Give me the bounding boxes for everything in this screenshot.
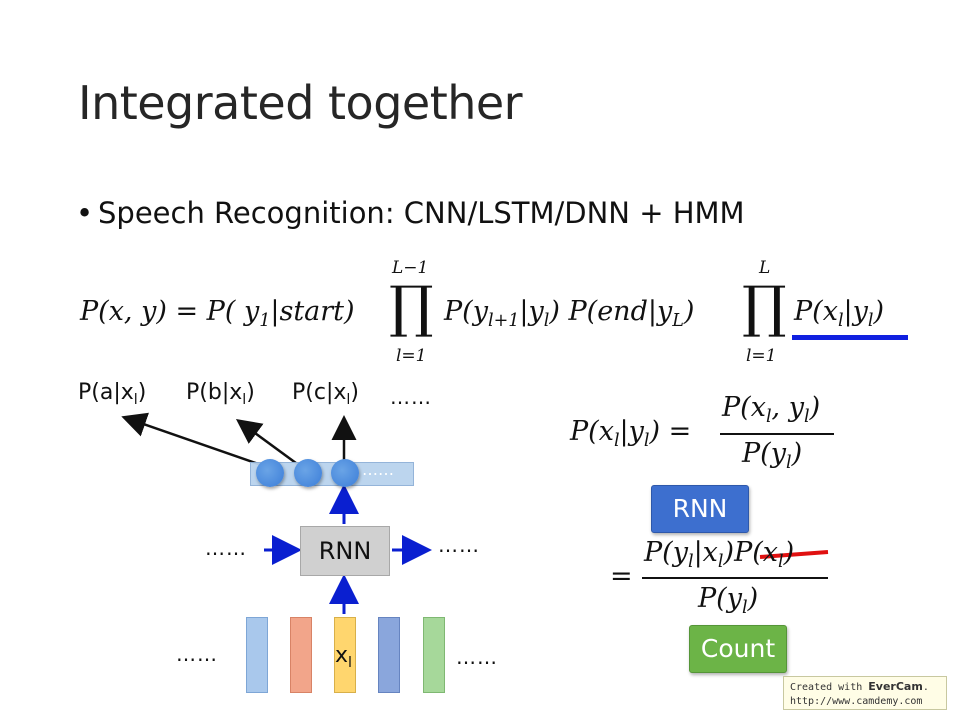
- product2-symbol: ∏: [742, 275, 787, 340]
- output-more-dots: ……: [390, 385, 432, 409]
- hidden-neuron-3: [331, 459, 359, 487]
- input-vector-5: [423, 617, 445, 693]
- hidden-neuron-2: [294, 459, 322, 487]
- emission-term: P(xl|yl): [794, 296, 885, 332]
- transition-terms: P(yl+1|yl) P(end|yL): [444, 296, 695, 332]
- product2-upper-limit: L: [759, 258, 771, 278]
- bayes-fraction-line: [720, 433, 834, 435]
- input-vector-4: [378, 617, 400, 693]
- eq2-denominator: P(yl): [698, 583, 759, 619]
- rnn-block: RNN: [300, 526, 390, 576]
- product2-lower-limit: l=1: [746, 346, 777, 366]
- watermark-line2: http://www.camdemy.com: [790, 696, 923, 707]
- input-vector-2: [290, 617, 312, 693]
- output-label-c: P(c|xl): [292, 380, 359, 408]
- arrow-to-a: [121, 412, 271, 470]
- arrow-to-b: [235, 419, 301, 468]
- product1-upper-limit: L−1: [392, 258, 429, 278]
- input-vector-xl: [334, 617, 356, 693]
- rnn-badge: RNN: [651, 485, 749, 533]
- bayes-denominator: P(yl): [742, 438, 803, 474]
- eq2-equals: =: [610, 561, 633, 592]
- main-equation: P(x, y) = P( y1|start): [80, 296, 355, 332]
- hidden-more-dots: ……: [362, 460, 394, 479]
- bullet-speech-recognition: •Speech Recognition: CNN/LSTM/DNN + HMM: [76, 196, 745, 230]
- output-label-b: P(b|xl): [186, 380, 255, 408]
- bullet-text: Speech Recognition: CNN/LSTM/DNN + HMM: [98, 196, 745, 230]
- rnn-right-dots: ……: [438, 533, 480, 557]
- slide-title: Integrated together: [78, 76, 523, 130]
- strike-line: [759, 550, 829, 559]
- bullet-dot: •: [76, 196, 94, 230]
- product1-lower-limit: l=1: [396, 346, 427, 366]
- struck-prior: P(xl): [734, 537, 795, 573]
- count-badge: Count: [689, 625, 787, 673]
- watermark-line1: Created with EverCam.: [790, 680, 929, 693]
- input-right-dots: ……: [456, 645, 498, 669]
- evercam-watermark: Created with EverCam. http://www.camdemy…: [783, 676, 947, 710]
- emission-underline: [792, 335, 908, 340]
- eq2-numerator: P(yl|xl)P(xl): [644, 537, 795, 573]
- input-vector-label: xl: [335, 643, 353, 671]
- hidden-neuron-1: [256, 459, 284, 487]
- bayes-numerator: P(xl, yl): [722, 392, 821, 428]
- product1-symbol: ∏: [389, 275, 434, 340]
- eq2-fraction-line: [642, 577, 828, 579]
- input-left-dots: ……: [176, 642, 218, 666]
- output-label-a: P(a|xl): [78, 380, 147, 408]
- rnn-left-dots: ……: [205, 536, 247, 560]
- bayes-lhs: P(xl|yl) =: [570, 416, 692, 452]
- input-vector-1: [246, 617, 268, 693]
